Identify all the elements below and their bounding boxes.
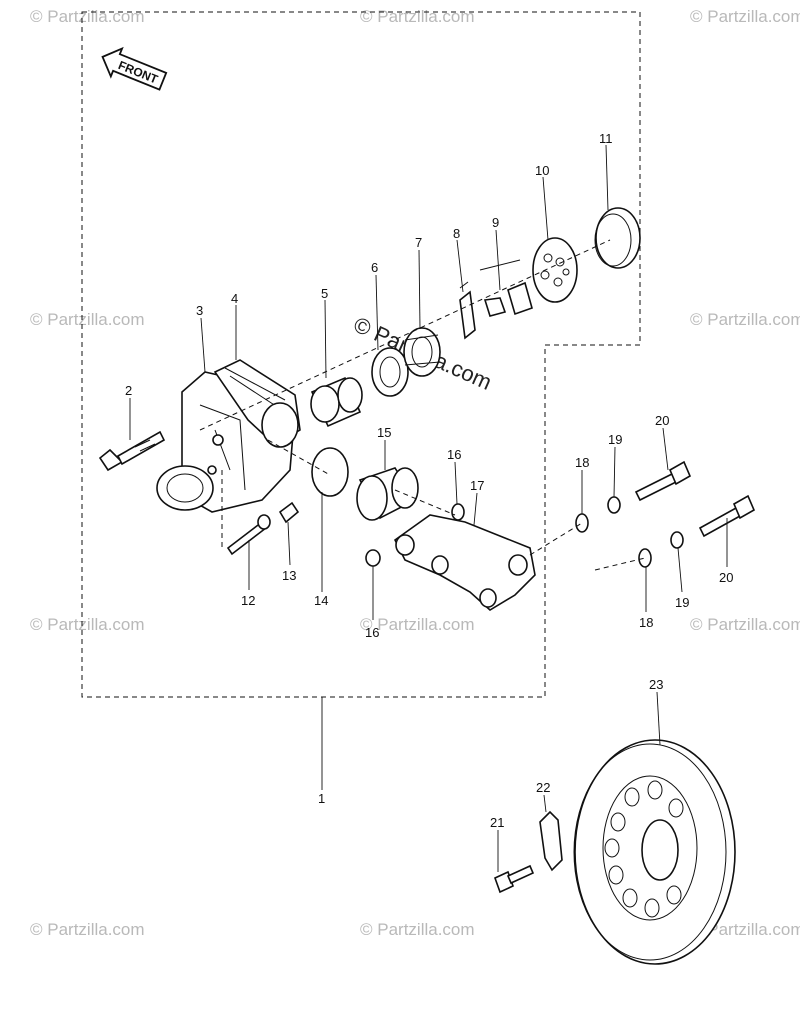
callout-19: 19 [608,432,622,447]
callout-18b: 18 [639,615,653,630]
part-10-cover-plate [532,237,578,303]
part-12-bleeder [226,514,271,556]
front-arrow: FRONT [101,46,168,91]
watermark: © Partzilla.com [360,615,475,634]
watermark: © Partzilla.com [30,7,145,26]
callout-5: 5 [321,286,328,301]
callout-6: 6 [371,260,378,275]
callout-16: 16 [447,447,461,462]
watermark: © Partzilla.com [690,920,800,939]
callout-9: 9 [492,215,499,230]
part-19-washers [607,496,684,549]
part-17-bracket [393,514,536,611]
callout-10: 10 [535,163,549,178]
watermark: © Partzilla.com [360,7,475,26]
part-15-boot [356,467,419,521]
callout-13: 13 [282,568,296,583]
watermark: © Partzilla.com [690,7,800,26]
watermark: © Partzilla.com [30,920,145,939]
callout-20b: 20 [719,570,733,585]
part-13-cap [278,501,300,524]
callout-11: 11 [599,131,613,146]
alignment-lines [199,239,646,571]
callout-2: 2 [125,383,132,398]
callout-3: 3 [196,303,203,318]
callout-16b: 16 [365,625,379,640]
watermark: © Partzilla.com [30,615,145,634]
part-6-seal [371,347,409,397]
callout-17: 17 [470,478,484,493]
callout-7: 7 [415,235,422,250]
watermark: © Partzilla.com [360,920,475,939]
callout-1: 1 [318,791,325,806]
callout-23: 23 [649,677,663,692]
part-22-bracket [539,810,563,872]
part-4-pads [213,359,301,448]
callout-labels: 1 2 3 4 5 6 7 8 9 10 11 12 13 14 15 16 1… [125,131,733,830]
part-23-disc [573,739,736,965]
watermark: © Partzilla.com [690,615,800,634]
part-7-boot [403,327,441,377]
callout-19b: 19 [675,595,689,610]
callout-14: 14 [314,593,328,608]
callout-4: 4 [231,291,238,306]
part-2-bolt [98,430,166,472]
watermark: © Partzilla.com [690,310,800,329]
callout-15: 15 [377,425,391,440]
part-16-o-rings [365,503,465,567]
callout-20: 20 [655,413,669,428]
callout-12: 12 [241,593,255,608]
part-20-bolts [634,460,756,538]
watermark: © Partzilla.com [30,310,145,329]
part-21-bolt [494,864,535,894]
part-8-clip [459,281,476,340]
callout-18: 18 [575,455,589,470]
assembly-boundary [81,11,641,698]
part-18-washers [575,513,652,568]
leader-lines [129,144,728,872]
part-14-snap-ring [311,447,349,497]
part-5-piston [310,376,363,428]
part-11-cap [594,207,641,269]
part-9-pad-clips [479,259,533,317]
callout-21: 21 [490,815,504,830]
callout-22: 22 [536,780,550,795]
callout-8: 8 [453,226,460,241]
